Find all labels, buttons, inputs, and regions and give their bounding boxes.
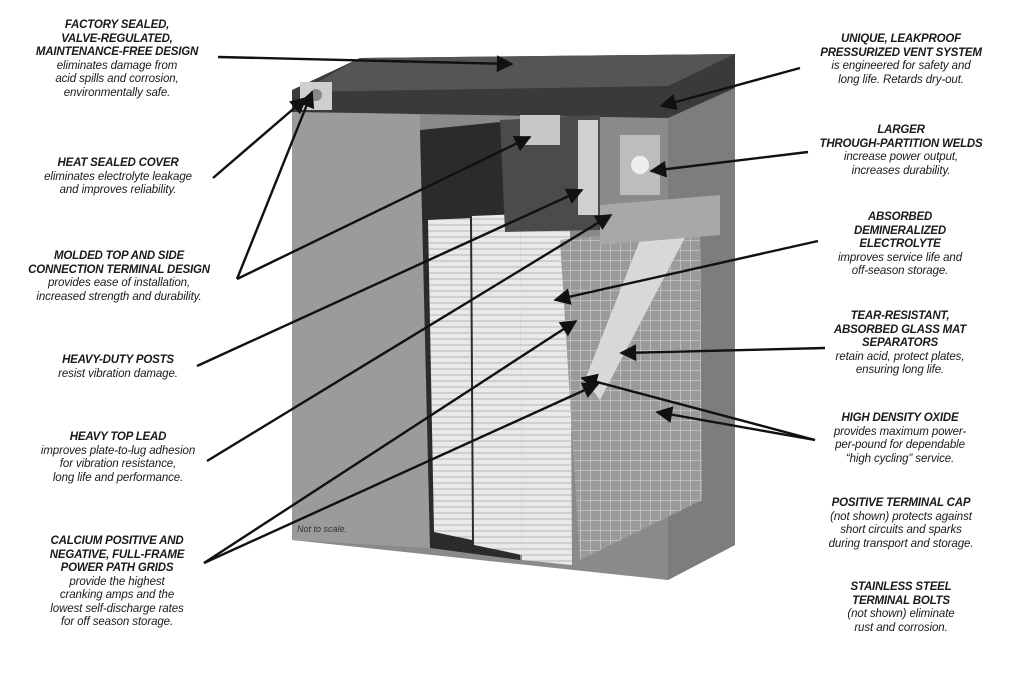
callout-title: STAINLESS STEEL TERMINAL BOLTS xyxy=(850,581,952,607)
leader-heat-sealed-cover xyxy=(212,96,308,179)
leader-calcium-grids-1 xyxy=(203,319,578,565)
callout-electrolyte: ABSORBED DEMINERALIZED ELECTROLYTE impro… xyxy=(810,211,990,279)
callout-title: FACTORY SEALED, VALVE-REGULATED, MAINTEN… xyxy=(35,19,199,58)
callout-vent-system: UNIQUE, LEAKPROOF PRESSURIZED VENT SYSTE… xyxy=(798,33,1004,87)
leader-heavy-duty-posts xyxy=(196,188,584,368)
leader-lines xyxy=(196,55,826,565)
leader-factory-sealed xyxy=(217,55,514,73)
leader-glass-mat xyxy=(619,344,826,362)
callout-oxide: HIGH DENSITY OXIDE provides maximum powe… xyxy=(806,412,994,466)
callout-molded-top: MOLDED TOP AND SIDE CONNECTION TERMINAL … xyxy=(8,250,230,304)
callout-title: HEAT SEALED COVER xyxy=(57,157,179,169)
callout-description: improves plate-to-lug adhesion for vibra… xyxy=(40,444,196,484)
callout-description: retain acid, protect plates, ensuring lo… xyxy=(835,350,965,377)
battery-lid xyxy=(292,54,735,118)
callout-description: increase power output, increases durabil… xyxy=(843,151,959,177)
callout-title: UNIQUE, LEAKPROOF PRESSURIZED VENT SYSTE… xyxy=(820,33,982,59)
callout-factory-sealed: FACTORY SEALED, VALVE-REGULATED, MAINTEN… xyxy=(12,19,222,100)
callout-description: is engineered for safety and long life. … xyxy=(831,60,971,86)
callout-title: ABSORBED DEMINERALIZED ELECTROLYTE xyxy=(854,211,946,250)
callout-title: HEAVY TOP LEAD xyxy=(69,431,167,443)
callout-title: TEAR-RESISTANT, ABSORBED GLASS MAT SEPAR… xyxy=(833,310,967,349)
callout-description: (not shown) protects against short circu… xyxy=(828,510,974,550)
callout-title: LARGER THROUGH-PARTITION WELDS xyxy=(819,124,983,150)
callout-terminal-bolts: STAINLESS STEEL TERMINAL BOLTS (not show… xyxy=(806,581,996,635)
callout-partition-welds: LARGER THROUGH-PARTITION WELDS increase … xyxy=(798,124,1004,178)
leader-vent-system xyxy=(659,66,801,111)
callout-glass-mat: TEAR-RESISTANT, ABSORBED GLASS MAT SEPAR… xyxy=(810,310,990,378)
leader-electrolyte xyxy=(553,239,819,305)
callout-title: CALCIUM POSITIVE AND NEGATIVE, FULL-FRAM… xyxy=(49,535,185,574)
leader-partition-welds xyxy=(649,150,809,178)
callout-description: provides maximum power- per-pound for de… xyxy=(833,425,967,465)
leader-calcium-grids-2 xyxy=(203,382,600,565)
callout-description: provides ease of installation, increased… xyxy=(36,277,202,303)
callout-heavy-duty-posts: HEAVY-DUTY POSTS resist vibration damage… xyxy=(18,354,218,381)
callout-title: HEAVY-DUTY POSTS xyxy=(62,354,174,366)
callout-title: HIGH DENSITY OXIDE xyxy=(841,412,959,424)
callout-calcium-grids: CALCIUM POSITIVE AND NEGATIVE, FULL-FRAM… xyxy=(14,535,220,630)
leader-molded-top-1 xyxy=(235,90,315,280)
callout-title: POSITIVE TERMINAL CAP xyxy=(831,497,971,509)
leader-heavy-top-lead xyxy=(206,213,613,463)
leader-molded-top-2 xyxy=(236,135,532,281)
callout-description: improves service life and off-season sto… xyxy=(837,251,963,278)
callout-description: provide the highest cranking amps and th… xyxy=(50,575,184,629)
callout-description: eliminates electrolyte leakage and impro… xyxy=(44,170,192,197)
callout-heavy-top-lead: HEAVY TOP LEAD improves plate-to-lug adh… xyxy=(18,431,218,485)
callout-description: resist vibration damage. xyxy=(58,367,178,380)
leader-oxide-2 xyxy=(580,373,816,442)
callout-terminal-cap: POSITIVE TERMINAL CAP (not shown) protec… xyxy=(806,497,996,551)
not-to-scale-note: Not to scale. xyxy=(297,524,348,534)
callout-heat-sealed-cover: HEAT SEALED COVER eliminates electrolyte… xyxy=(18,157,218,198)
callout-description: eliminates damage from acid spills and c… xyxy=(55,59,179,99)
leader-oxide-1 xyxy=(655,406,816,442)
callout-description: (not shown) eliminate rust and corrosion… xyxy=(847,608,955,634)
callout-title: MOLDED TOP AND SIDE CONNECTION TERMINAL … xyxy=(28,250,210,276)
